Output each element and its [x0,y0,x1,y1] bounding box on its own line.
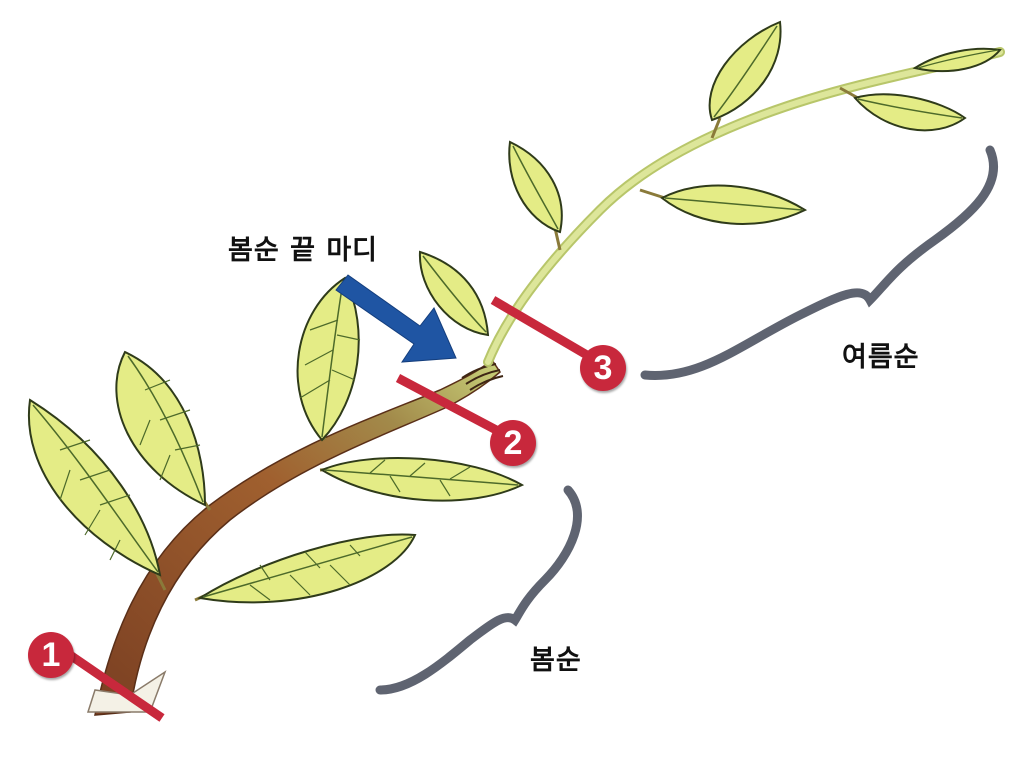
leaf [298,278,359,440]
cut-marker-3: 3 [580,345,626,391]
summer-shoot-label: 여름순 [842,335,920,374]
leaf [855,94,965,130]
spring-tip-node-label: 봄순 끝 마디 [228,228,378,267]
leaf [662,186,805,224]
leaf [322,458,522,501]
cut-marker-1: 1 [28,632,74,678]
spring-shoot-label: 봄순 [530,638,582,677]
leaf [116,352,205,505]
cut-marker-2: 2 [490,420,536,466]
summer-shoot-brace [645,150,994,375]
